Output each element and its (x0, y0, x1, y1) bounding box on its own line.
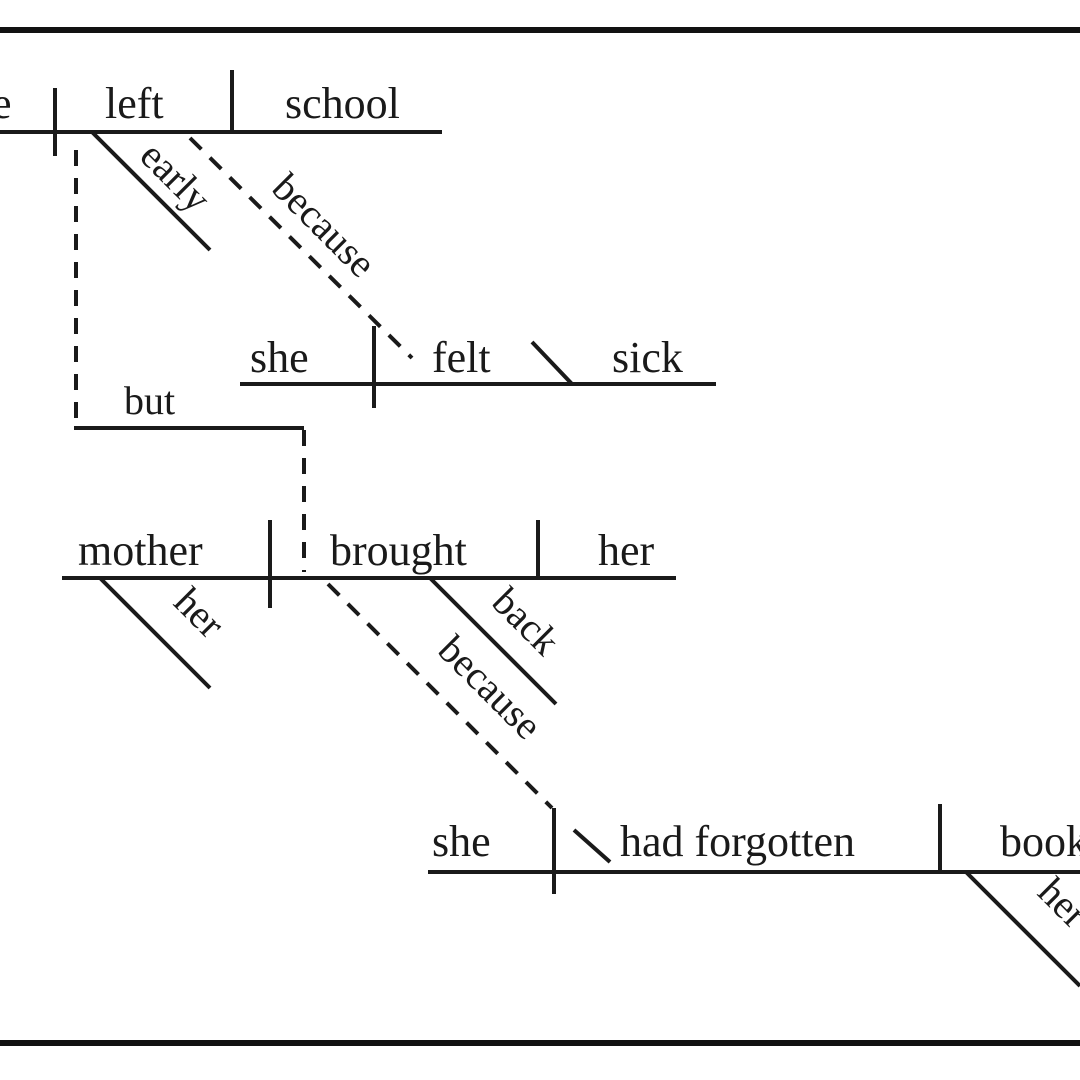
clause3-subject: mother (78, 526, 203, 575)
clause2-complement-slant (530, 340, 574, 386)
clause1-baseline-group: e left school early because (0, 70, 442, 360)
clause4-verb: had forgotten (620, 817, 855, 866)
conjunction-group: but (74, 150, 306, 572)
diagram-frame (0, 27, 1080, 1046)
clause1-verb: left (105, 79, 164, 128)
clause3-verb: brought (330, 526, 467, 575)
clause1-connector-line (188, 136, 414, 360)
clause4-subject: she (432, 817, 491, 866)
clause2-subject: she (250, 333, 309, 382)
clause3-modifier: back (484, 579, 569, 664)
clause2-verb: felt (432, 333, 491, 382)
conjunction-label: but (124, 378, 175, 423)
clause2-group: she felt sick (240, 326, 716, 408)
clause3-modifier-line (428, 576, 558, 706)
clause3-object: her (598, 526, 655, 575)
clause1-modifier-line (90, 130, 212, 252)
clause4-object: book (1000, 817, 1080, 866)
clause2-complement: sick (612, 333, 683, 382)
clause1-subject: e (0, 79, 12, 128)
clause4-object-modifier: her (1030, 869, 1080, 937)
clause1-connector: because (264, 165, 385, 286)
clause1-object: school (285, 79, 400, 128)
clause4-connector-tick (572, 828, 612, 864)
clause3-group: mother brought her her back because (62, 520, 676, 810)
clause4-group: she had forgotten book her (428, 804, 1080, 988)
clause3-subject-modifier: her (166, 579, 234, 647)
clause3-connector-line (326, 582, 554, 810)
clause1-modifier: early (132, 133, 220, 221)
clause3-subject-modifier-line (98, 576, 212, 690)
clause4-object-modifier-line (964, 870, 1080, 988)
